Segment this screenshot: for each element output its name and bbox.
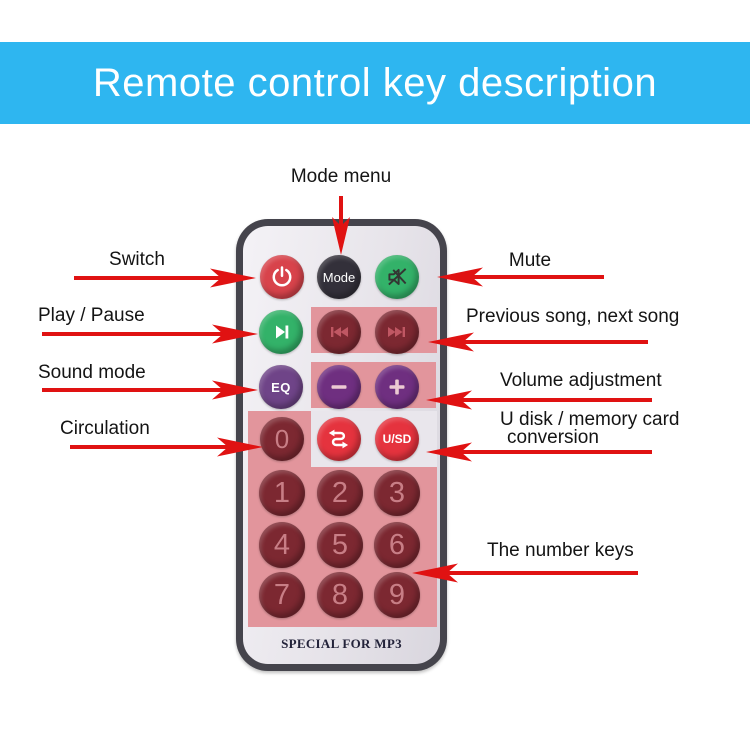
digit-1-button[interactable]: 1 xyxy=(259,470,305,516)
label-volume: Volume adjustment xyxy=(500,370,662,391)
label-number-keys: The number keys xyxy=(487,540,634,561)
minus-icon xyxy=(327,375,351,399)
digit-2-label: 2 xyxy=(331,476,349,509)
label-u-disk-line2: conversion xyxy=(507,427,599,448)
mode-button[interactable]: Mode xyxy=(317,255,361,299)
digit-5-label: 5 xyxy=(331,528,349,561)
label-switch: Switch xyxy=(109,249,165,270)
volume-up-button[interactable] xyxy=(375,365,419,409)
mute-button[interactable] xyxy=(375,255,419,299)
digit-9-label: 9 xyxy=(388,578,406,611)
circulation-arrow xyxy=(70,437,263,457)
digit-4-label: 4 xyxy=(273,528,291,561)
digit-3-label: 3 xyxy=(388,476,406,509)
digit-6-label: 6 xyxy=(388,528,406,561)
remote-brand-text: SPECIAL FOR MP3 xyxy=(281,636,402,651)
digit-0-label: 0 xyxy=(274,424,290,454)
volume-arrow xyxy=(426,390,652,410)
label-prev-next: Previous song, next song xyxy=(466,306,680,327)
power-icon xyxy=(269,264,295,290)
play-pause-arrow xyxy=(42,324,258,344)
usd-button[interactable]: U/SD xyxy=(375,417,419,461)
mute-icon xyxy=(384,264,410,290)
label-circulation: Circulation xyxy=(60,418,150,439)
next-song-button[interactable] xyxy=(375,310,419,354)
eq-button[interactable]: EQ xyxy=(259,365,303,409)
label-mode-menu: Mode menu xyxy=(290,166,392,187)
digit-5-button[interactable]: 5 xyxy=(317,522,363,568)
prev-next-arrow xyxy=(428,332,648,352)
digit-6-button[interactable]: 6 xyxy=(374,522,420,568)
mode-button-label: Mode xyxy=(322,269,356,285)
digit-0-button[interactable]: 0 xyxy=(260,417,304,461)
digit-2-button[interactable]: 2 xyxy=(317,470,363,516)
circulation-button[interactable] xyxy=(317,417,361,461)
digit-1-label: 1 xyxy=(273,476,291,509)
digit-3-button[interactable]: 3 xyxy=(374,470,420,516)
plus-icon xyxy=(385,375,409,399)
digit-8-label: 8 xyxy=(331,578,349,611)
label-mute: Mute xyxy=(508,250,552,271)
switch-arrow xyxy=(74,268,256,288)
usd-button-label: U/SD xyxy=(382,432,412,446)
digit-4-button[interactable]: 4 xyxy=(259,522,305,568)
label-u-disk-line1: U disk / memory card xyxy=(500,409,680,430)
play-pause-button[interactable] xyxy=(259,310,303,354)
digit-7-label: 7 xyxy=(273,578,291,611)
label-play-pause: Play / Pause xyxy=(38,305,145,326)
digit-8-button[interactable]: 8 xyxy=(317,572,363,618)
digit-9-button[interactable]: 9 xyxy=(374,572,420,618)
title-banner: Remote control key description xyxy=(0,42,750,124)
digit-7-button[interactable]: 7 xyxy=(259,572,305,618)
play-pause-icon xyxy=(269,320,293,344)
volume-down-button[interactable] xyxy=(317,365,361,409)
previous-icon xyxy=(327,320,351,344)
loop-icon xyxy=(326,426,352,452)
label-sound-mode: Sound mode xyxy=(38,362,146,383)
previous-song-button[interactable] xyxy=(317,310,361,354)
page-title: Remote control key description xyxy=(92,60,658,105)
power-button[interactable] xyxy=(260,255,304,299)
eq-button-label: EQ xyxy=(271,379,291,395)
next-icon xyxy=(385,320,409,344)
